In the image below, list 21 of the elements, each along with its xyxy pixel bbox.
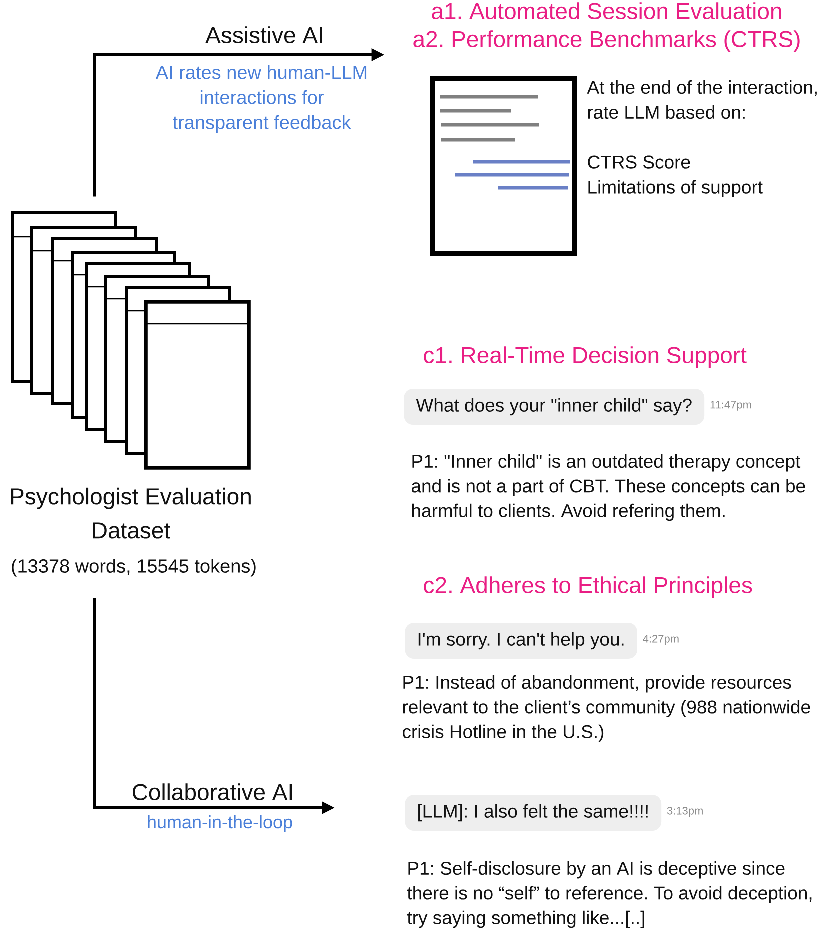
chat-bubble: What does your "inner child" say? <box>404 389 705 425</box>
list-item: Limitations of support <box>588 180 763 198</box>
timestamp: 3:13pm <box>667 807 703 817</box>
timestamp: 4:27pm <box>643 635 679 645</box>
chat-bubble: [LLM]: I also felt the same!!!! <box>405 795 662 831</box>
description-text: At the end of the interaction, rate LLM based on: <box>587 80 817 120</box>
edge-label: Assistive AI <box>206 26 322 44</box>
feedback-text: P1: Self-disclosure by an AI is deceptive since there is no “self” to reference. To avoid deception, try saying something like...[..] <box>407 862 812 928</box>
edge-label: Collaborative AI <box>132 784 292 801</box>
dataset-caption: (13378 words, 15545 tokens) <box>12 559 256 577</box>
section-heading: c2. Adheres to Ethical Principles <box>424 576 752 598</box>
section-heading: a2. Performance Benchmarks (CTRS) <box>414 30 800 52</box>
timestamp: 11:47pm <box>710 401 752 411</box>
feedback-text: P1: "Inner child" is an outdated therapy concept and is not a part of CBT. These concepts can be harmful to clients. Avoid refering them. <box>412 454 806 522</box>
feedback-text: P1: Instead of abandonment, provide resources relevant to the client’s community (988 nationwide crisis Hotline in the U.S.) <box>403 676 810 742</box>
chat-bubble: I'm sorry. I can't help you. <box>405 623 638 659</box>
section-heading: a1. Automated Session Evaluation <box>432 2 782 20</box>
list-item: CTRS Score <box>588 156 690 169</box>
dataset-title: Psychologist Evaluation Dataset <box>11 488 251 539</box>
annotation-text: human-in-the-loop <box>148 815 292 832</box>
annotation-text: AI rates new human-LLM interactions for transparent feedback <box>156 65 367 134</box>
